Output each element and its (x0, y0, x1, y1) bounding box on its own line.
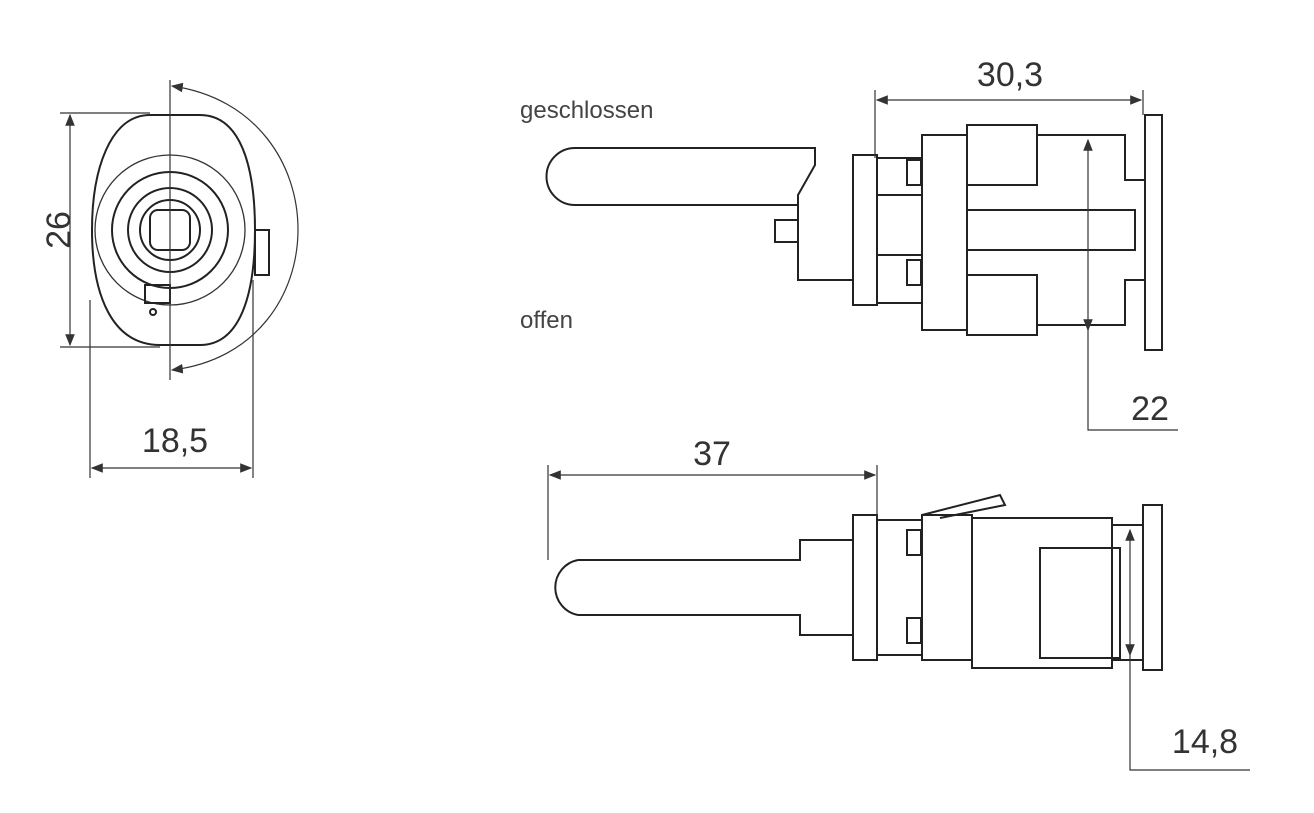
dimension-body-length: 30,3 (977, 56, 1043, 94)
dimension-body-height: 14,8 (1172, 723, 1238, 761)
label-open: offen (520, 307, 573, 334)
dimension-thread-length: 22 (1131, 390, 1169, 428)
dimension-front-height: 26 (40, 211, 78, 249)
side-view-top (545, 90, 1178, 431)
dimension-handle-length: 37 (693, 435, 731, 473)
side-view-bottom (547, 465, 1250, 771)
front-view (60, 80, 299, 478)
label-closed: geschlossen (520, 97, 653, 124)
dimension-front-width: 18,5 (142, 422, 208, 460)
